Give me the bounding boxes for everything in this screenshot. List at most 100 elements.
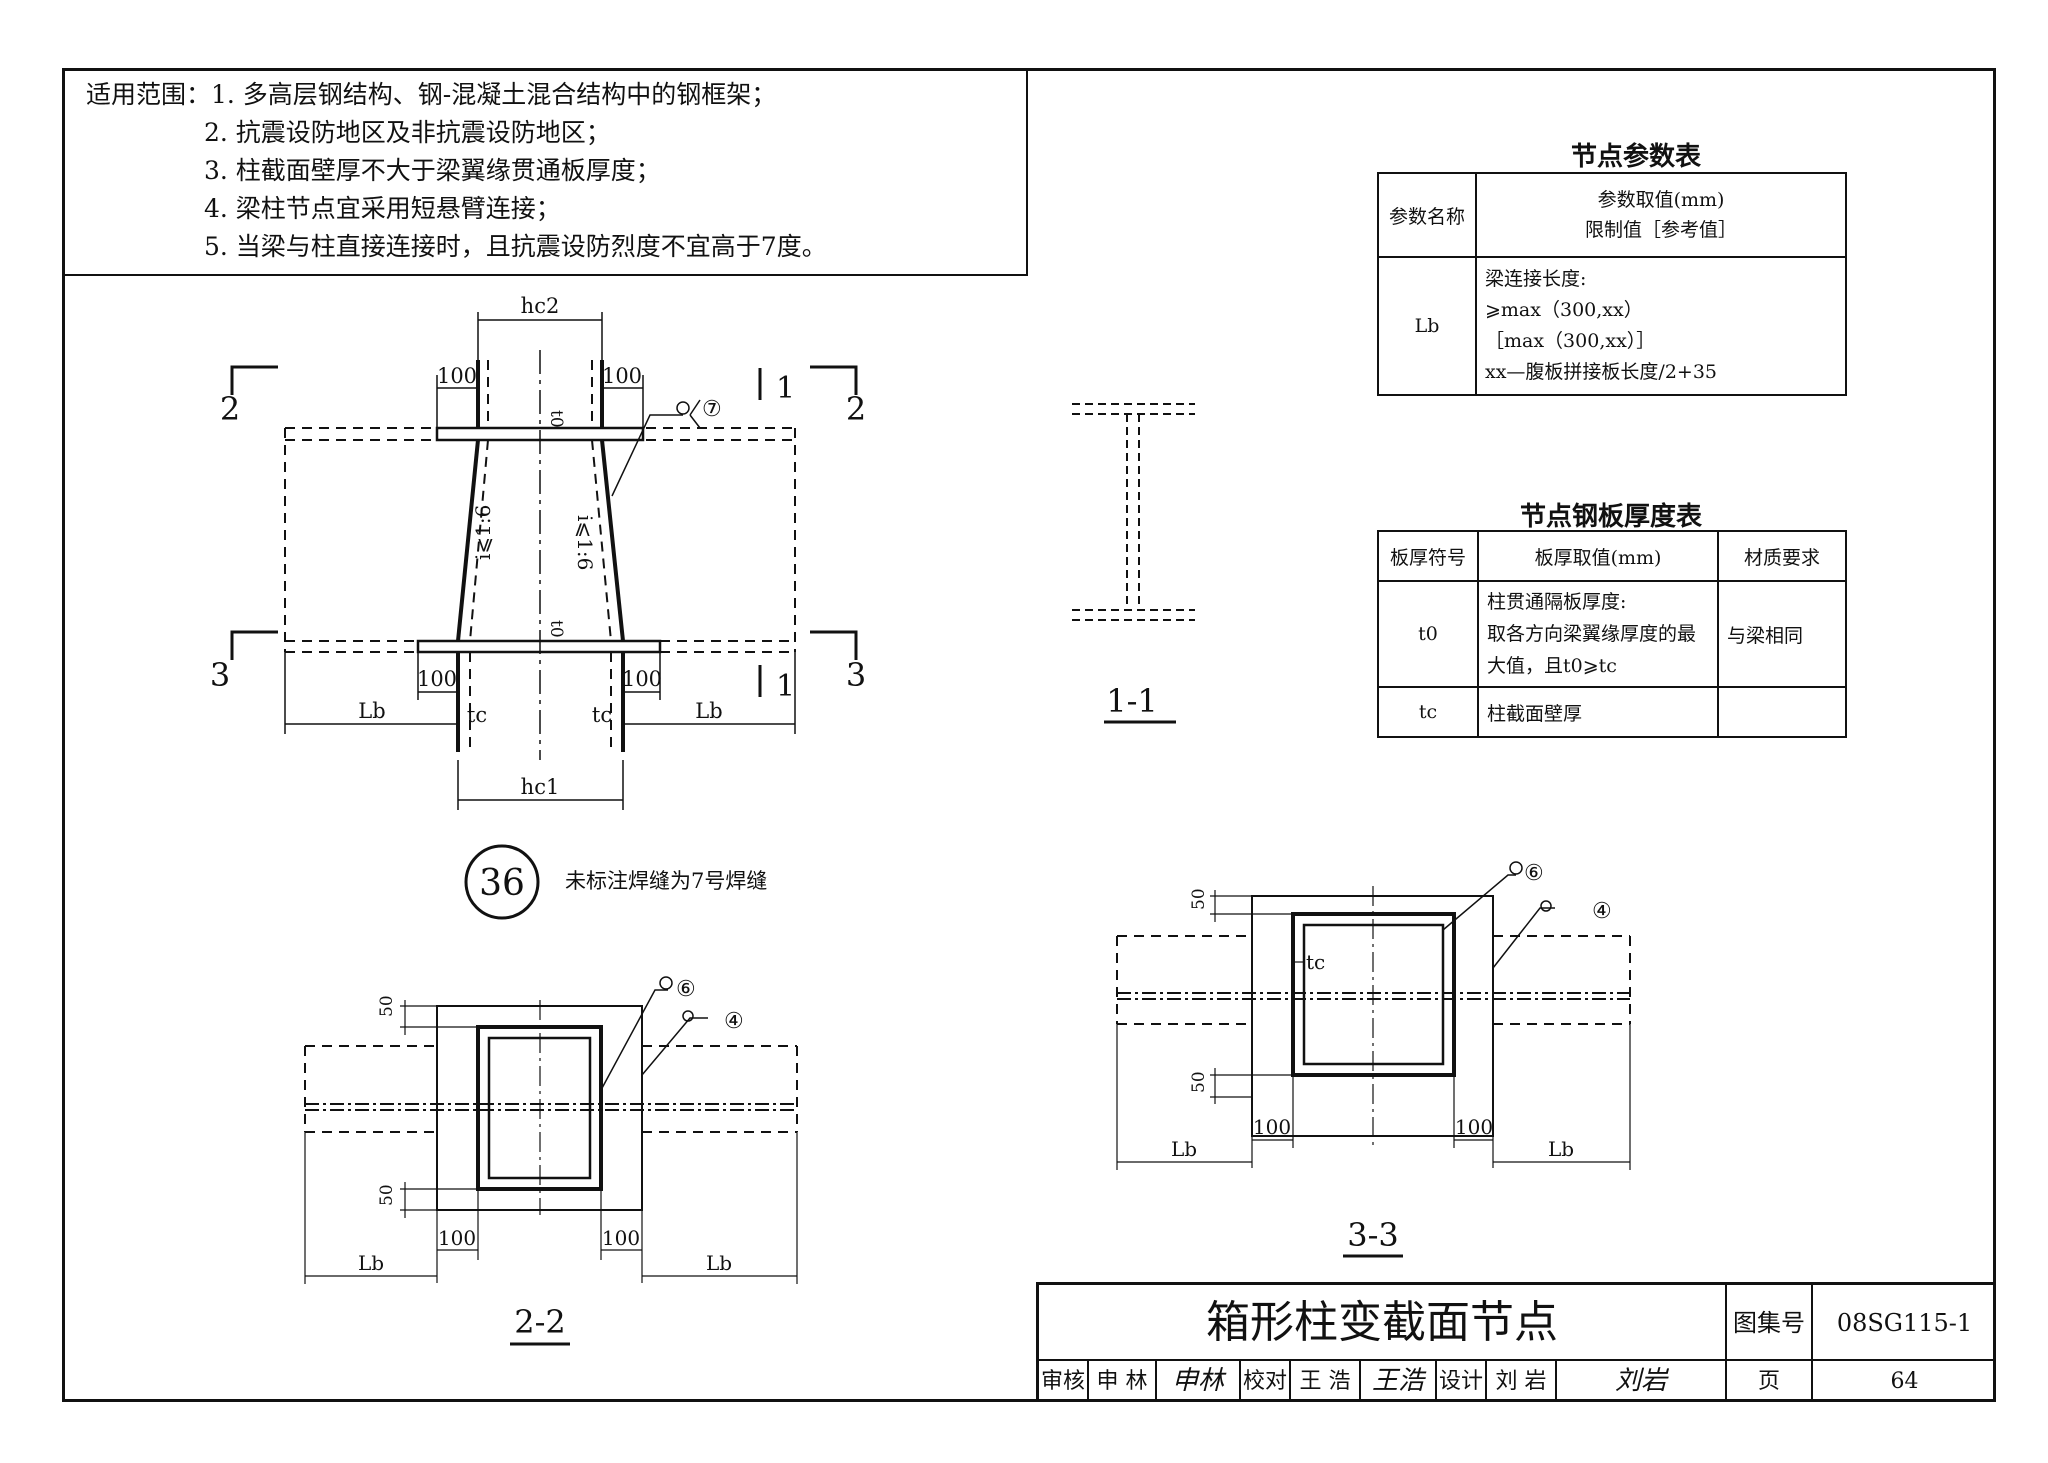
plate-header-symbol: 板厚符号 bbox=[1377, 530, 1479, 582]
dim-hc2: hc2 bbox=[521, 294, 560, 318]
weld-symbol-6: ⑥ bbox=[676, 977, 696, 1002]
cut-label-1: 1 bbox=[776, 669, 795, 704]
param-row-line: ⩾max（300,xx） bbox=[1485, 299, 1643, 321]
tapered-wall-right bbox=[600, 439, 625, 642]
dim-100: 100 bbox=[602, 364, 642, 388]
beam-right bbox=[646, 427, 796, 653]
plate-header-material: 材质要求 bbox=[1717, 530, 1847, 582]
param-row-name: Lb bbox=[1377, 256, 1477, 396]
label-t0: t0 bbox=[546, 410, 566, 428]
weld-symbol-7: ⑦ bbox=[702, 397, 722, 422]
dim-100: 100 bbox=[438, 1226, 476, 1250]
dim-50: 50 bbox=[1189, 888, 1209, 910]
cut-label-2: 2 bbox=[220, 390, 240, 428]
designer-signature: 刘岩 bbox=[1557, 1361, 1727, 1402]
checker-name: 王 浩 bbox=[1291, 1361, 1361, 1402]
page-label: 页 bbox=[1727, 1361, 1813, 1402]
checker-signature: 王浩 bbox=[1361, 1361, 1437, 1402]
dim-100: 100 bbox=[417, 667, 457, 691]
dim-hc1: hc1 bbox=[521, 775, 560, 799]
plate-row-material bbox=[1717, 686, 1847, 738]
dim-50: 50 bbox=[377, 995, 397, 1017]
param-row-line: xx—腹板拼接板长度/2+35 bbox=[1485, 361, 1718, 383]
param-header-value-line1: 参数取值(mm) bbox=[1597, 189, 1725, 211]
label-tc: tc bbox=[1306, 950, 1325, 974]
param-row-line: 梁连接长度: bbox=[1485, 268, 1587, 290]
cut-label-3: 3 bbox=[210, 656, 230, 694]
review-label: 审核 bbox=[1039, 1361, 1089, 1402]
section-title-3-3: 3-3 bbox=[1347, 1216, 1399, 1254]
plate-row-material: 与梁相同 bbox=[1717, 580, 1847, 688]
dim-lb: Lb bbox=[358, 1251, 384, 1275]
section-title-2-2: 2-2 bbox=[514, 1303, 566, 1341]
drawing-frame bbox=[62, 68, 1996, 1402]
plate-row-line: 柱贯通隔板厚度: bbox=[1487, 591, 1627, 613]
plate-row-value: 柱贯通隔板厚度: 取各方向梁翼缘厚度的最 大值，且t0⩾tc bbox=[1477, 580, 1719, 688]
param-header-name: 参数名称 bbox=[1377, 172, 1477, 258]
dim-100: 100 bbox=[1455, 1115, 1493, 1139]
beam-left bbox=[284, 427, 433, 653]
scope-line: 5. 当梁与柱直接连接时，且抗震设防烈度不宜高于7度。 bbox=[204, 232, 827, 261]
param-row-value: 梁连接长度: ⩾max（300,xx） ［max（300,xx）］ xx—腹板拼… bbox=[1475, 256, 1847, 396]
scope-line: 2. 抗震设防地区及非抗震设防地区； bbox=[204, 118, 611, 147]
dim-100: 100 bbox=[602, 1226, 640, 1250]
section-1-1 bbox=[1072, 403, 1195, 621]
dim-lb: Lb bbox=[1548, 1137, 1574, 1161]
plate-header-value: 板厚取值(mm) bbox=[1477, 530, 1719, 582]
bottom-diaphragm bbox=[416, 639, 662, 654]
label-slope: i⩽1:6 bbox=[471, 505, 495, 560]
plate-row-value: 柱截面壁厚 bbox=[1477, 686, 1719, 738]
section-title-1-1: 1-1 bbox=[1106, 682, 1158, 720]
weld-symbol-6: ⑥ bbox=[1524, 861, 1544, 886]
section-3-3 bbox=[1116, 861, 1631, 1170]
plate-row-symbol: t0 bbox=[1377, 580, 1479, 688]
param-row-line: ［max（300,xx）］ bbox=[1485, 330, 1656, 352]
plate-row-line: 大值，且t0⩾tc bbox=[1487, 655, 1617, 677]
weld-symbol-4: ④ bbox=[1592, 899, 1612, 924]
plate-row-symbol: tc bbox=[1377, 686, 1479, 738]
weld-note: 未标注焊缝为7号焊缝 bbox=[565, 869, 767, 893]
cut-label-1: 1 bbox=[776, 371, 795, 406]
dim-lb: Lb bbox=[358, 699, 385, 723]
plate-table-title: 节点钢板厚度表 bbox=[1519, 502, 1702, 532]
dim-100: 100 bbox=[437, 364, 477, 388]
dim-lb: Lb bbox=[1171, 1137, 1197, 1161]
param-header-value-line2: 限制值［参考值］ bbox=[1584, 219, 1737, 241]
param-table: 参数名称 参数取值(mm) 限制值［参考值］ Lb 梁连接长度: ⩾max（30… bbox=[1377, 172, 1847, 396]
main-elevation bbox=[230, 312, 858, 810]
dim-100: 100 bbox=[1253, 1115, 1291, 1139]
dim-lb: Lb bbox=[695, 699, 722, 723]
dim-50: 50 bbox=[1189, 1071, 1209, 1093]
section-2-2 bbox=[304, 976, 798, 1284]
design-label: 设计 bbox=[1437, 1361, 1487, 1402]
scope-notes: 适用范围：1. 多高层钢结构、钢-混凝土混合结构中的钢框架； 2. 抗震设防地区… bbox=[62, 68, 1028, 276]
reviewer-signature: 申林 bbox=[1157, 1361, 1241, 1402]
param-table-title: 节点参数表 bbox=[1570, 142, 1701, 172]
scope-line: 适用范围：1. 多高层钢结构、钢-混凝土混合结构中的钢框架； bbox=[86, 80, 777, 109]
tapered-wall-left bbox=[456, 439, 480, 642]
reviewer-name: 申 林 bbox=[1089, 1361, 1157, 1402]
label-slope: i⩽1:6 bbox=[573, 515, 597, 570]
dim-lb: Lb bbox=[706, 1251, 732, 1275]
designer-name: 刘 岩 bbox=[1487, 1361, 1557, 1402]
drawing-title: 箱形柱变截面节点 bbox=[1039, 1285, 1727, 1361]
atlas-label: 图集号 bbox=[1727, 1285, 1813, 1361]
dim-100: 100 bbox=[622, 667, 662, 691]
label-tc: tc bbox=[592, 703, 612, 727]
title-block: 箱形柱变截面节点 图集号 08SG115-1 审核 申 林 申林 校对 王 浩 … bbox=[1036, 1282, 1996, 1402]
detail-bubble bbox=[464, 844, 540, 920]
plate-row-line: 取各方向梁翼缘厚度的最 bbox=[1487, 623, 1697, 645]
scope-line: 4. 梁柱节点宜采用短悬臂连接； bbox=[204, 194, 561, 223]
detail-number: 36 bbox=[479, 863, 525, 904]
scope-line: 3. 柱截面壁厚不大于梁翼缘贯通板厚度； bbox=[204, 156, 661, 185]
label-tc: tc bbox=[467, 703, 487, 727]
main-elevation-labels: hc2 hc1 100 100 100 100 Lb Lb tc tc t0 t… bbox=[210, 294, 866, 799]
check-label: 校对 bbox=[1241, 1361, 1291, 1402]
atlas-number: 08SG115-1 bbox=[1813, 1285, 1996, 1361]
plate-table: 板厚符号 板厚取值(mm) 材质要求 t0 柱贯通隔板厚度: 取各方向梁翼缘厚度… bbox=[1377, 530, 1847, 738]
weld-symbol-4: ④ bbox=[724, 1009, 744, 1034]
param-header-value: 参数取值(mm) 限制值［参考值］ bbox=[1475, 172, 1847, 258]
label-t0: t0 bbox=[546, 620, 566, 638]
page-number: 64 bbox=[1890, 1369, 1919, 1394]
